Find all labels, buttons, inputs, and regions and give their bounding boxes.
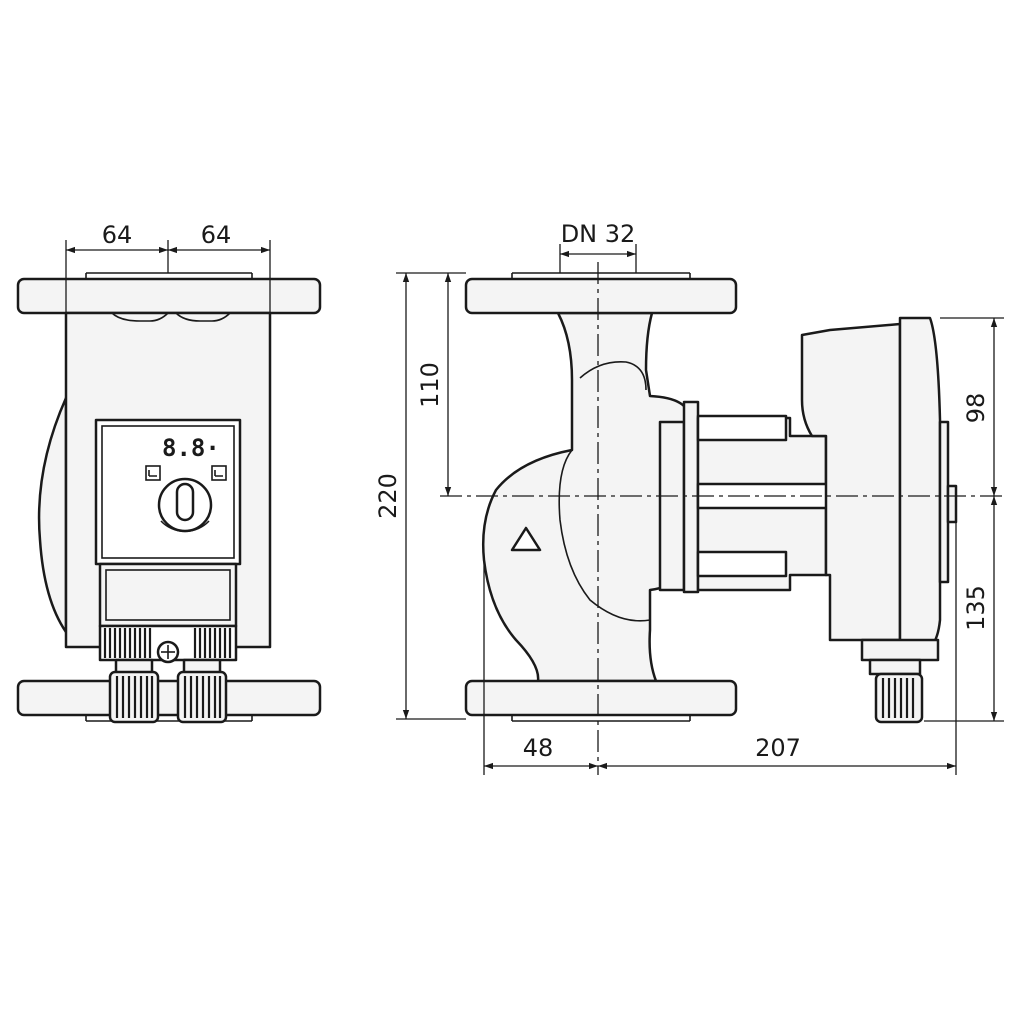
terminal-housing bbox=[98, 562, 238, 628]
front-top-flange bbox=[16, 277, 322, 315]
dimension-dn: DN 32 bbox=[559, 220, 637, 273]
dim-label-135: 135 bbox=[962, 585, 990, 631]
indicator-right-icon bbox=[211, 465, 227, 481]
dimension-98: 98 bbox=[940, 317, 1004, 496]
front-view: 8.8· bbox=[16, 221, 322, 724]
side-bottom-flange bbox=[464, 679, 738, 717]
front-bottom-flange bbox=[16, 679, 322, 717]
dim-label-64-left: 64 bbox=[102, 221, 133, 249]
cable-gland-left bbox=[108, 658, 160, 724]
dim-label-98: 98 bbox=[962, 393, 990, 424]
dim-label-dn32: DN 32 bbox=[561, 220, 636, 248]
side-cable-gland bbox=[860, 638, 940, 724]
dim-label-207: 207 bbox=[755, 734, 801, 762]
fin-lines bbox=[103, 628, 232, 658]
dimension-110: 110 bbox=[416, 273, 452, 496]
dim-label-48: 48 bbox=[523, 734, 554, 762]
dimension-220: 220 bbox=[374, 272, 466, 720]
pump-casing bbox=[481, 311, 692, 683]
side-view: DN 32 220 110 98 135 bbox=[374, 220, 1004, 775]
motor-mount-plate bbox=[658, 420, 686, 592]
motor-bulge bbox=[37, 396, 68, 634]
dimension-135: 135 bbox=[924, 496, 1004, 722]
indicator-left-icon bbox=[145, 465, 161, 481]
dim-label-64-right: 64 bbox=[201, 221, 232, 249]
dimension-horizontal: 48 207 bbox=[483, 522, 957, 775]
bolt-top bbox=[696, 414, 788, 442]
bolt-bottom bbox=[696, 550, 788, 578]
dim-label-110: 110 bbox=[416, 362, 444, 408]
side-top-flange bbox=[464, 277, 738, 315]
led-display: 8.8· bbox=[162, 434, 220, 462]
dimension-front-width: 64 64 bbox=[65, 221, 271, 313]
cable-gland-right bbox=[176, 658, 228, 724]
head-cover bbox=[898, 316, 942, 650]
dim-label-220: 220 bbox=[374, 473, 402, 519]
flow-direction-icon bbox=[510, 526, 542, 552]
